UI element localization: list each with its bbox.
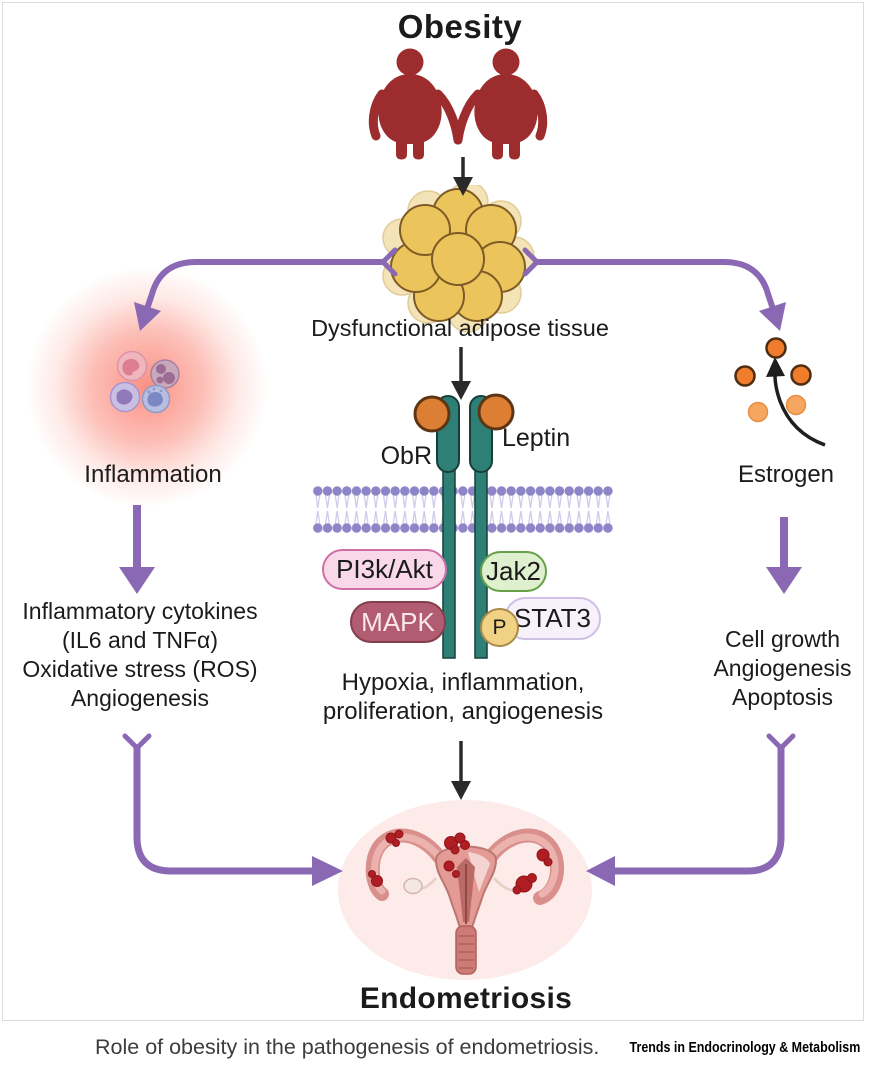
inflammation-effects: Inflammatory cytokines (IL6 and TNFα) Ox… <box>22 598 258 711</box>
outcome-label: Endometriosis <box>359 982 573 1015</box>
journal-name: Trends in Endocrinology & Metabolism <box>629 1040 860 1056</box>
cell-membrane-icon <box>313 483 613 537</box>
ligand-label: Leptin <box>502 424 571 452</box>
pi3k-akt-pill: PI3k/Akt <box>322 549 447 590</box>
estrogen-molecules-icon <box>734 337 826 447</box>
endometriosis-lesions <box>368 829 553 895</box>
figure-title: Obesity <box>397 8 523 45</box>
stat3-pill: STAT3 <box>504 597 601 640</box>
leptin-receptor-icon <box>413 393 515 659</box>
inflammation-label: Inflammation <box>84 461 222 488</box>
leptin-molecule-icon <box>413 393 515 433</box>
leptin-effects: Hypoxia, inflammation, proliferation, an… <box>322 669 604 725</box>
uterus-endometriosis-icon <box>338 800 592 980</box>
immune-cell <box>109 350 180 414</box>
obese-person-right <box>453 48 548 160</box>
obese-couple-icon <box>368 48 548 160</box>
figure-caption: Role of obesity in the pathogenesis of e… <box>95 1035 600 1059</box>
mapk-pill: MAPK <box>350 601 446 643</box>
estrogen-label: Estrogen <box>737 461 835 488</box>
phospho-badge: P <box>480 608 519 647</box>
adipocyte-cluster-icon <box>382 185 535 333</box>
jak2-pill: Jak2 <box>480 551 547 592</box>
inflammation-cells-icon <box>109 350 180 414</box>
estrogen-release-arrow-icon <box>773 374 826 447</box>
estrogen-effects: Cell growth Angiogenesis Apoptosis <box>713 626 852 710</box>
adipose-tissue-label: Dysfunctional adipose tissue <box>311 315 609 341</box>
obese-person-left <box>368 48 463 160</box>
receptor-label: ObR <box>380 442 432 470</box>
